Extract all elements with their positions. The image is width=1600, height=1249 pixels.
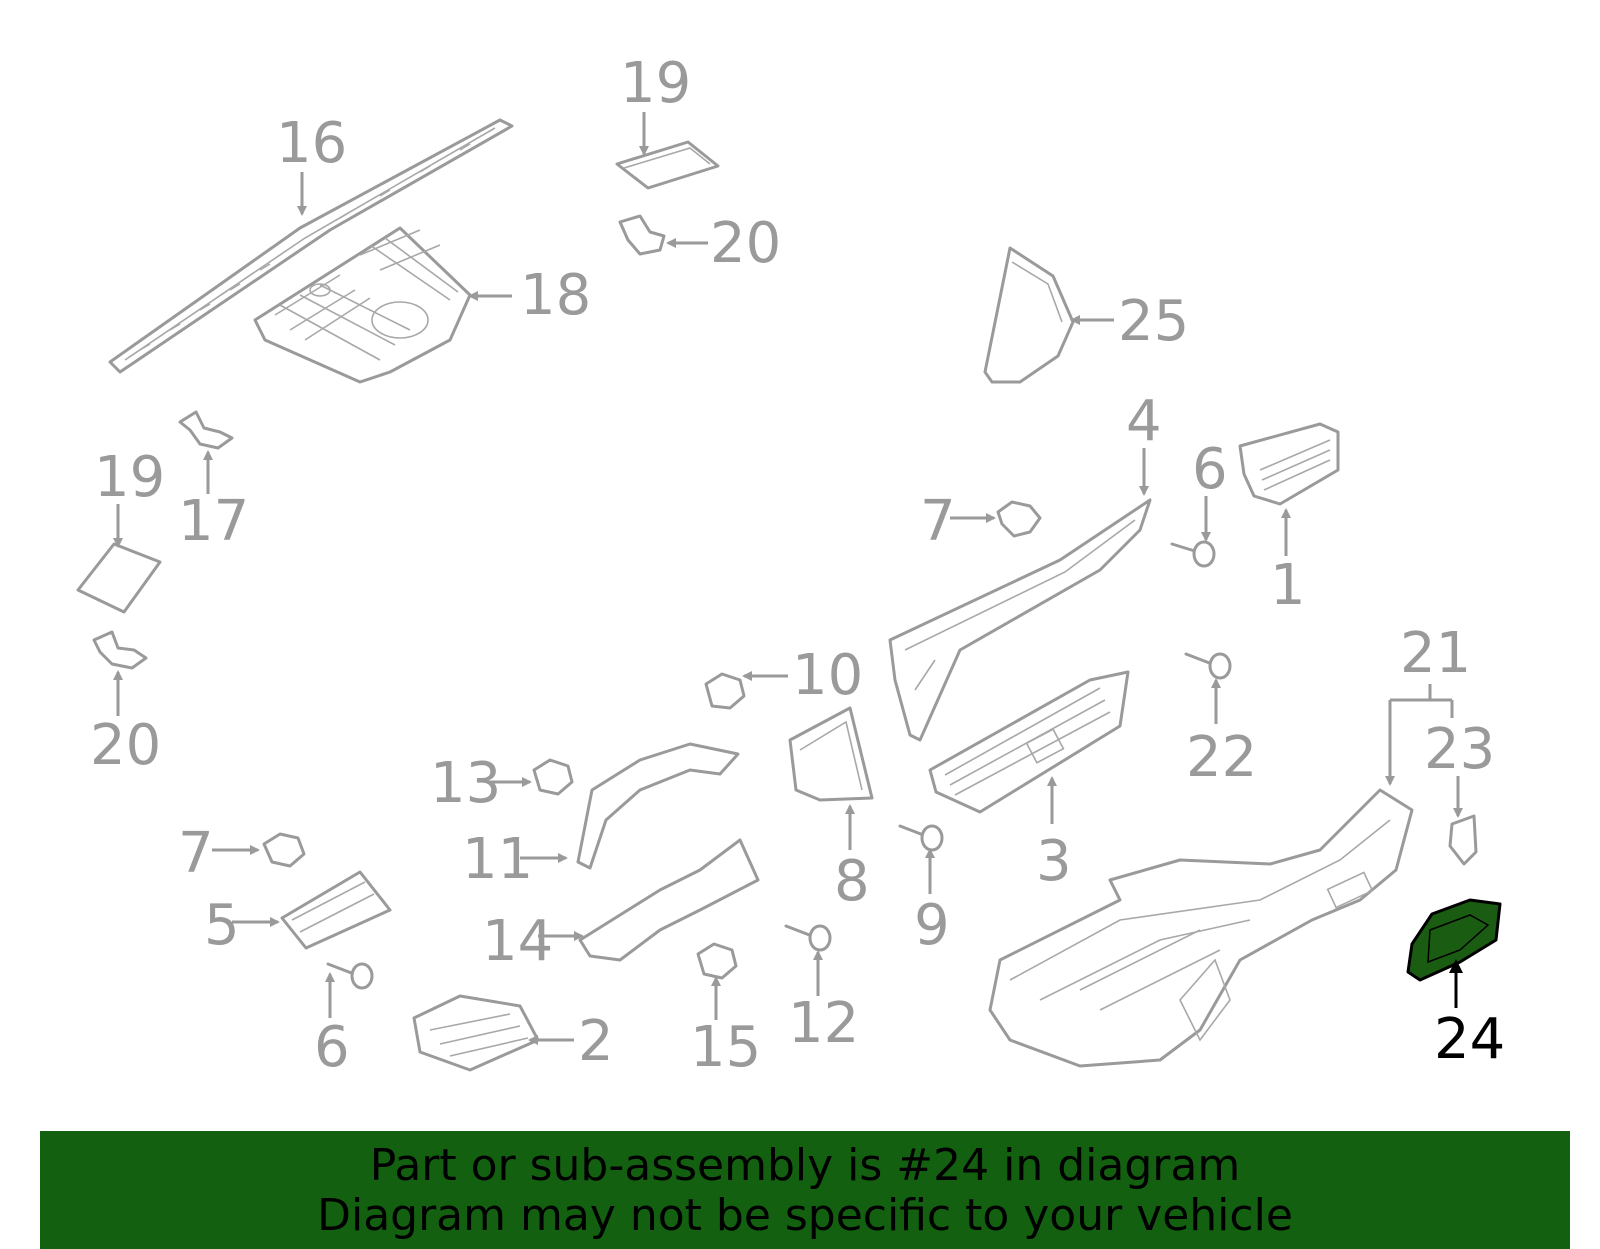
callout-label-21: 21 <box>1400 621 1471 686</box>
part-10-clip <box>704 672 746 710</box>
callout-22: 22 <box>1186 678 1257 790</box>
callout-11: 11 <box>462 827 568 892</box>
callout-9: 9 <box>914 848 950 958</box>
callout-label-19a: 19 <box>620 51 691 116</box>
callout-label-10: 10 <box>792 643 863 708</box>
callout-6b: 6 <box>314 972 350 1080</box>
part-17-clip <box>178 410 234 450</box>
part-11-arch-trim <box>576 742 740 870</box>
callout-label-2: 2 <box>578 1009 614 1074</box>
callout-5: 5 <box>204 893 280 958</box>
part-5-duct <box>280 870 392 950</box>
callout-12: 12 <box>788 950 859 1056</box>
callout-label-9: 9 <box>914 893 950 958</box>
part-1-air-vent <box>1238 422 1340 506</box>
callout-label-16: 16 <box>276 111 347 176</box>
callout-19b: 19 <box>94 445 165 548</box>
part-22-screw <box>1184 652 1232 680</box>
part-4-dash-trim-panel <box>888 498 1152 742</box>
callout-7b: 7 <box>178 821 260 886</box>
part-6-screw-upper <box>1170 540 1216 568</box>
part-20-clip-top <box>618 214 666 256</box>
callout-label-22: 22 <box>1186 725 1257 790</box>
callout-13: 13 <box>430 751 532 816</box>
part-3-vent-housing <box>928 670 1130 814</box>
part-19-cover-plate-left <box>76 542 162 614</box>
info-banner: Part or sub-assembly is #24 in diagram D… <box>40 1131 1570 1249</box>
callout-label-7b: 7 <box>178 821 214 886</box>
part-13-clip <box>532 758 574 796</box>
callout-label-4: 4 <box>1126 389 1162 454</box>
part-21-lower-dash-assembly <box>988 788 1414 1068</box>
banner-line-2: Diagram may not be specific to your vehi… <box>317 1190 1293 1241</box>
callout-label-7a: 7 <box>920 489 956 554</box>
callout-label-18: 18 <box>520 263 591 328</box>
part-23-bracket <box>1448 814 1478 866</box>
part-16-defroster-grille <box>108 118 514 374</box>
part-6-screw-lower <box>326 962 374 990</box>
part-8-bracket <box>788 706 874 802</box>
callout-label-15: 15 <box>690 1015 761 1080</box>
callout-3: 3 <box>1036 776 1072 894</box>
part-9-screw <box>898 824 944 852</box>
callout-8: 8 <box>834 804 870 914</box>
callout-label-20a: 20 <box>710 211 781 276</box>
part-7-clip-lower <box>262 832 306 868</box>
callout-10: 10 <box>742 643 863 708</box>
part-15-clip <box>696 942 738 980</box>
callout-label-17: 17 <box>178 489 249 554</box>
callout-25: 25 <box>1070 289 1189 354</box>
callout-15: 15 <box>690 976 761 1080</box>
part-25-side-cover <box>983 246 1075 384</box>
callout-19a: 19 <box>620 51 691 156</box>
callout-1: 1 <box>1270 508 1306 618</box>
callout-17: 17 <box>178 450 249 554</box>
part-7-clip-upper <box>996 500 1042 538</box>
banner-line-1: Part or sub-assembly is #24 in diagram <box>369 1140 1241 1191</box>
part-19-cover-plate-top <box>615 140 720 190</box>
callout-7a: 7 <box>920 489 996 554</box>
callout-label-14: 14 <box>482 909 553 974</box>
callout-20a: 20 <box>666 211 781 276</box>
callout-21: 21 <box>1385 621 1471 786</box>
callout-23: 23 <box>1424 717 1495 818</box>
callout-label-23: 23 <box>1424 717 1495 782</box>
callout-label-3: 3 <box>1036 829 1072 894</box>
part-20-clip-left <box>92 630 148 670</box>
callout-label-8: 8 <box>834 849 870 914</box>
callout-4: 4 <box>1126 389 1162 496</box>
callout-label-20b: 20 <box>90 713 161 778</box>
part-12-screw <box>784 924 832 952</box>
callout-label-25: 25 <box>1118 289 1189 354</box>
callout-label-12: 12 <box>788 991 859 1056</box>
callout-label-1: 1 <box>1270 553 1306 618</box>
callout-6a: 6 <box>1192 437 1228 542</box>
part-14-center-trim <box>578 838 760 962</box>
part-2-air-vent <box>412 994 540 1072</box>
part-18-speaker-grille <box>253 226 472 384</box>
callout-label-6a: 6 <box>1192 437 1228 502</box>
callout-label-19b: 19 <box>94 445 165 510</box>
part-24-highlighted-trim <box>1406 898 1502 982</box>
callout-20b: 20 <box>90 670 161 778</box>
callout-2: 2 <box>528 1009 614 1074</box>
callout-24: 24 <box>1434 959 1505 1072</box>
callout-14: 14 <box>482 909 584 974</box>
callout-label-6b: 6 <box>314 1015 350 1080</box>
callout-16: 16 <box>276 111 347 216</box>
callout-18: 18 <box>468 263 591 328</box>
callout-label-5: 5 <box>204 893 240 958</box>
callout-label-24: 24 <box>1434 1007 1505 1072</box>
